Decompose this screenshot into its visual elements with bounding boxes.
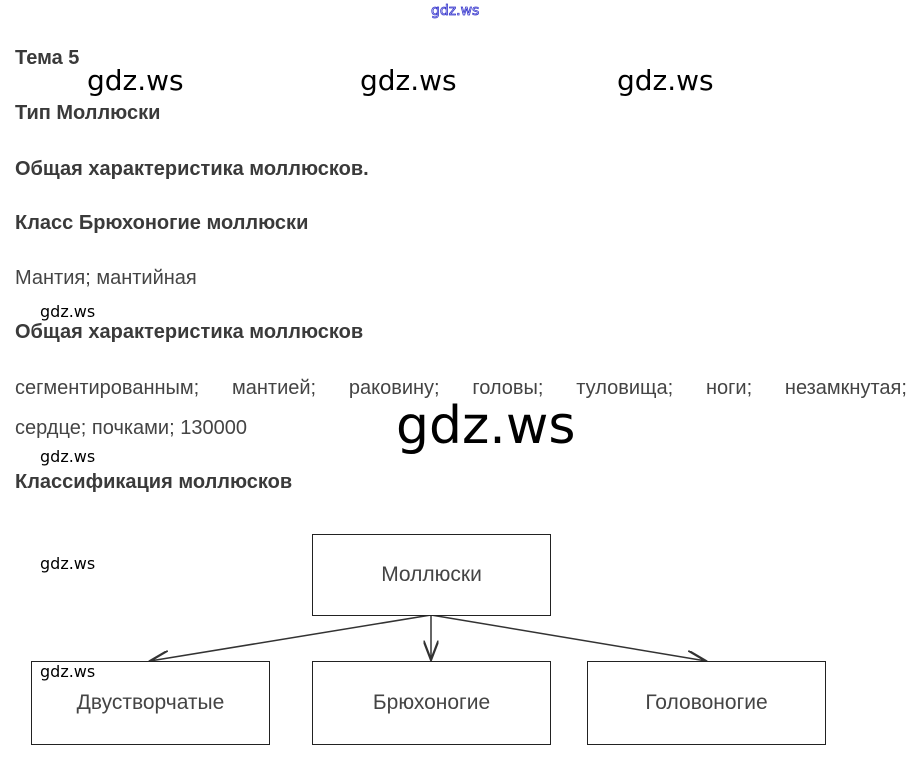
topic-title: Тема 5 [15,47,80,69]
diagram-child-box: Головоногие [587,661,826,745]
answer-word: мантией; [231,377,317,399]
answer-line-1: сегментированным; мантией; раковину; гол… [15,377,907,400]
answer-word: сегментированным; [15,377,200,399]
watermark-top[interactable]: gdz.ws [431,3,480,20]
diagram-root-box: Моллюски [312,534,551,616]
section-heading: Общая характеристика моллюсков [15,321,364,343]
watermark: gdz.ws [40,662,96,681]
watermark: gdz.ws [40,302,96,321]
watermark-large: gdz.ws [396,396,576,456]
section-heading: Класс Брюхоногие моллюски [15,212,309,234]
answer-word: раковину; [348,377,440,399]
answer-word: головы; [472,377,544,399]
section-heading: Классификация моллюсков [15,471,293,493]
answer-mantle: Мантия; мантийная [15,267,197,289]
answer-line-2: сердце; почками; 130000 [15,417,247,439]
watermark: gdz.ws [40,554,96,573]
section-heading: Тип Моллюски [15,102,161,124]
diagram-child-label: Двустворчатые [76,691,225,714]
watermark: gdz.ws [617,64,714,97]
diagram-child-box: Двустворчатые [31,661,270,745]
section-heading: Общая характеристика моллюсков. [15,158,369,180]
diagram-child-box: Брюхоногие [312,661,551,745]
watermark: gdz.ws [360,64,457,97]
diagram-child-label: Брюхоногие [372,691,491,714]
watermark: gdz.ws [40,447,96,466]
diagram-root-label: Моллюски [381,563,482,586]
answer-word: незамкнутая; [784,377,907,399]
answer-word: ноги; [705,377,753,399]
watermark: gdz.ws [87,64,184,97]
diagram-child-label: Головоногие [645,691,768,714]
answer-word: туловища; [576,377,674,399]
